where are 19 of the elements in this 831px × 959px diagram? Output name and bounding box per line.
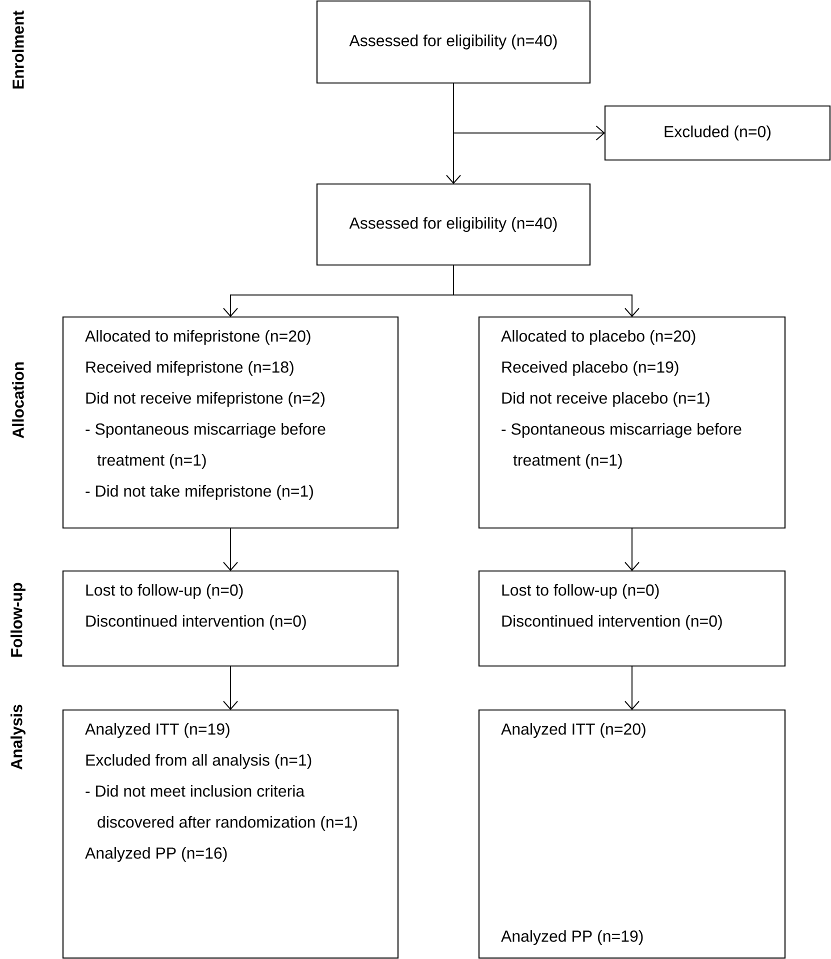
flow-box: Analyzed ITT (n=20) Analyzed PP (n=19): [478, 709, 786, 959]
arrow: [453, 82, 605, 140]
stage-label: Analysis: [10, 704, 26, 770]
flow-box: Excluded (n=0): [604, 105, 831, 161]
arrow: [223, 528, 238, 571]
arrow: [624, 528, 640, 571]
flow-box: Lost to follow-up (n=0) Discontinued intervention (n=0): [478, 570, 786, 667]
flow-box: Assessed for eligibility (n=40): [316, 0, 591, 84]
arrow: [624, 666, 640, 710]
stage-label: Follow-up: [10, 582, 26, 657]
arrow: [223, 666, 238, 710]
flow-box: Assessed for eligibility (n=40): [316, 183, 591, 266]
arrow: [453, 264, 640, 317]
flow-box: Allocated to placebo (n=20) Received placebo (n=19) Did not receive placebo (n=1) - Spontaneous miscarriage before treatment (n=1): [478, 316, 786, 529]
flow-box: Lost to follow-up (n=0) Discontinued intervention (n=0): [62, 570, 399, 667]
stage-label: Enrolment: [12, 10, 24, 88]
stage-label: Allocation: [12, 362, 24, 438]
flow-box: Analyzed ITT (n=19) Excluded from all analysis (n=1) - Did not meet inclusion criteria discovered after randomization (n=1) Analyzed PP (n=16): [62, 709, 399, 959]
flow-box: Allocated to mifepristone (n=20) Received mifepristone (n=18) Did not receive mifepristone (n=2) - Spontaneous miscarriage before treatment (n=1) - Did not take mifepristone (n=1): [62, 316, 399, 529]
